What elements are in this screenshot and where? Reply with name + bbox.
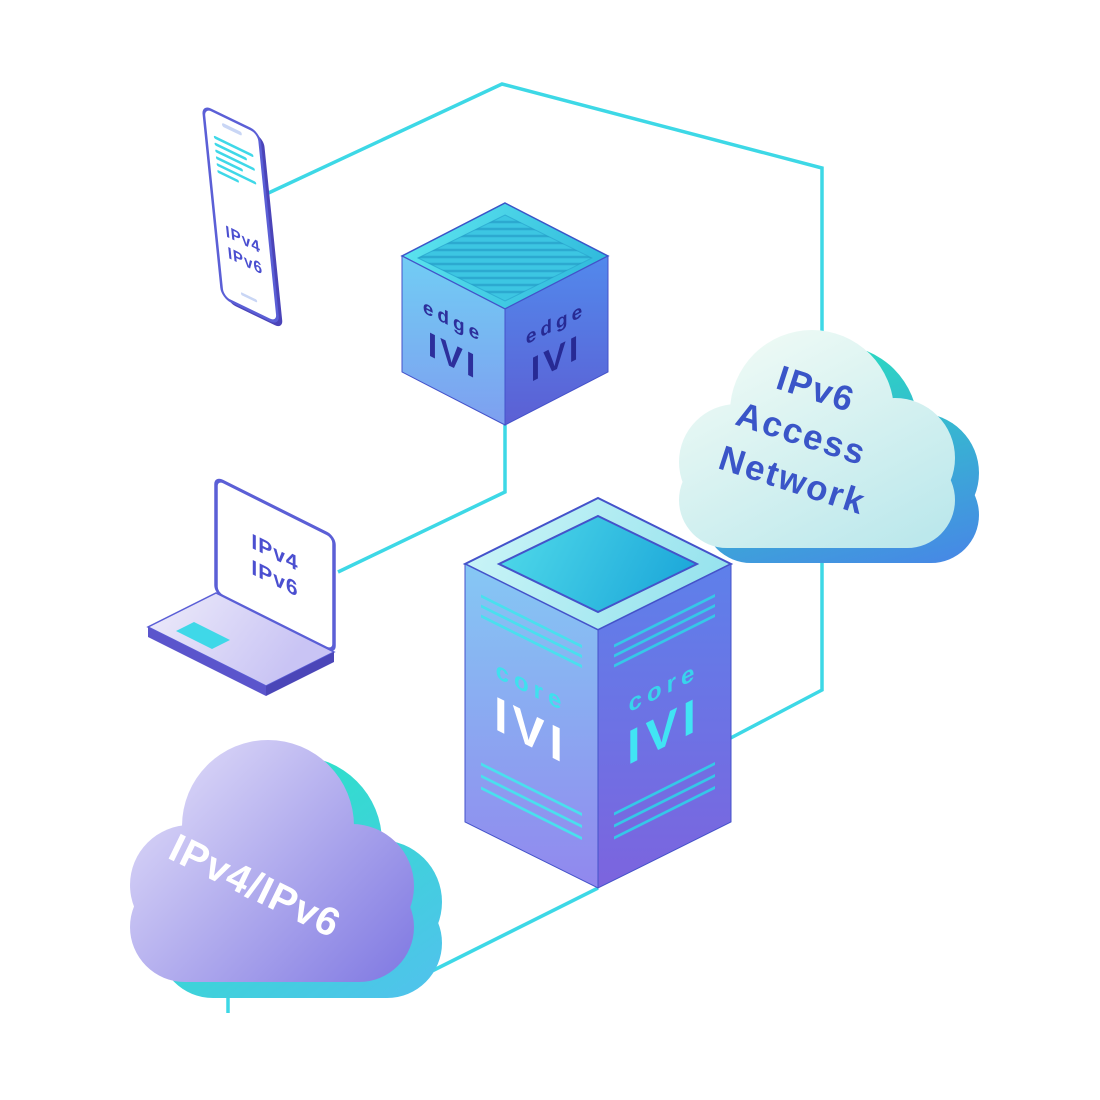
phone-text-lines	[213, 135, 257, 185]
laptop-front-edge	[148, 627, 266, 696]
core-router-box: core IVI core IVI	[462, 496, 734, 889]
connection-line-phone-edge-cloud-core	[261, 82, 824, 743]
core-right-lines-top	[614, 593, 715, 668]
smartphone: IPv4 IPv6	[202, 107, 283, 327]
connection-line-edge-laptop	[337, 425, 507, 574]
phone-screen	[202, 107, 279, 323]
laptop-right-edge	[266, 652, 334, 696]
core-right-lines-bottom	[614, 761, 715, 840]
connection-line-core-cloud	[429, 886, 599, 974]
edge-router-box: edge IVI edge IVI	[400, 202, 610, 426]
core-left-lines-bottom	[481, 762, 582, 841]
phone-speaker-icon	[221, 123, 242, 136]
laptop: IPv4 IPv6	[146, 478, 336, 696]
core-left-lines-top	[481, 594, 582, 669]
core-box-top-panel	[496, 514, 700, 614]
core-box-right-face	[597, 563, 732, 889]
edge-box-right-face	[504, 255, 609, 426]
phone-home-indicator	[240, 292, 258, 303]
laptop-trackpad	[176, 622, 230, 649]
